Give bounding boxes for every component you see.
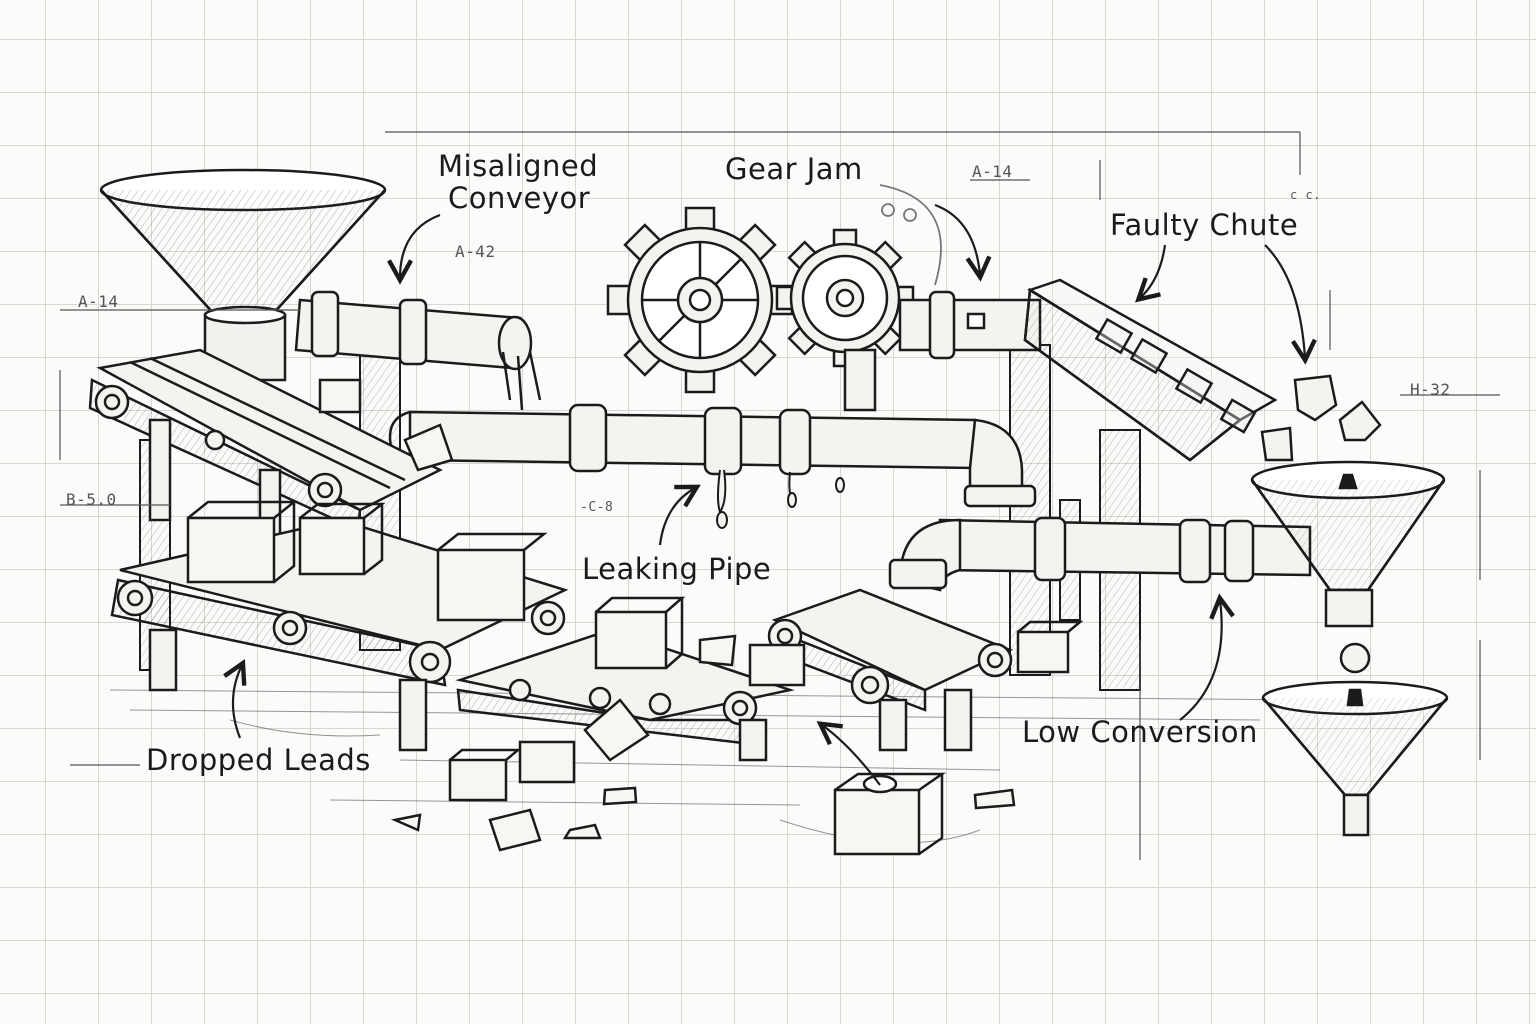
drop-ball (1339, 642, 1371, 674)
dim-a14-top: A-14 (972, 162, 1013, 181)
label-misaligned-line2: Conveyor (448, 181, 591, 215)
dim-c8: -C-8 (580, 500, 614, 515)
dim-a42: A-42 (455, 242, 496, 261)
conveyor-right (767, 588, 1014, 752)
dimension-lines (59, 131, 1500, 860)
label-misaligned-line1: Misaligned (438, 149, 599, 183)
label-gear-jam: Gear Jam (725, 152, 863, 186)
dim-h32: H-32 (1410, 380, 1451, 399)
gear-outline-bg (879, 184, 942, 286)
main-pipe (388, 403, 1024, 502)
label-misaligned-conveyor: Misaligned Conveyor (438, 150, 598, 214)
label-leaking-pipe: Leaking Pipe (582, 552, 772, 586)
dim-cc: c c. (1290, 188, 1321, 202)
gear-pipe (843, 290, 1042, 412)
right-pipe (888, 484, 1312, 592)
annotation-arrows (233, 203, 1305, 786)
right-funnel-lower (1261, 680, 1449, 837)
right-funnel-upper (1250, 460, 1446, 628)
label-dropped-leads: Dropped Leads (146, 743, 371, 777)
lead-boxes (186, 378, 1084, 856)
dim-a14-left: A-14 (78, 292, 119, 311)
gear-large (606, 206, 794, 394)
label-faulty-chute: Faulty Chute (1110, 208, 1299, 242)
leak-drips (716, 469, 845, 529)
upper-pipe (294, 290, 542, 411)
falling-chunks (1260, 374, 1382, 462)
dim-b50: B-5.0 (66, 490, 117, 509)
conveyor-top (88, 348, 443, 552)
label-low-conversion: Low Conversion (1022, 715, 1258, 749)
gear-small (775, 228, 915, 368)
faulty-chute (1023, 278, 1278, 462)
